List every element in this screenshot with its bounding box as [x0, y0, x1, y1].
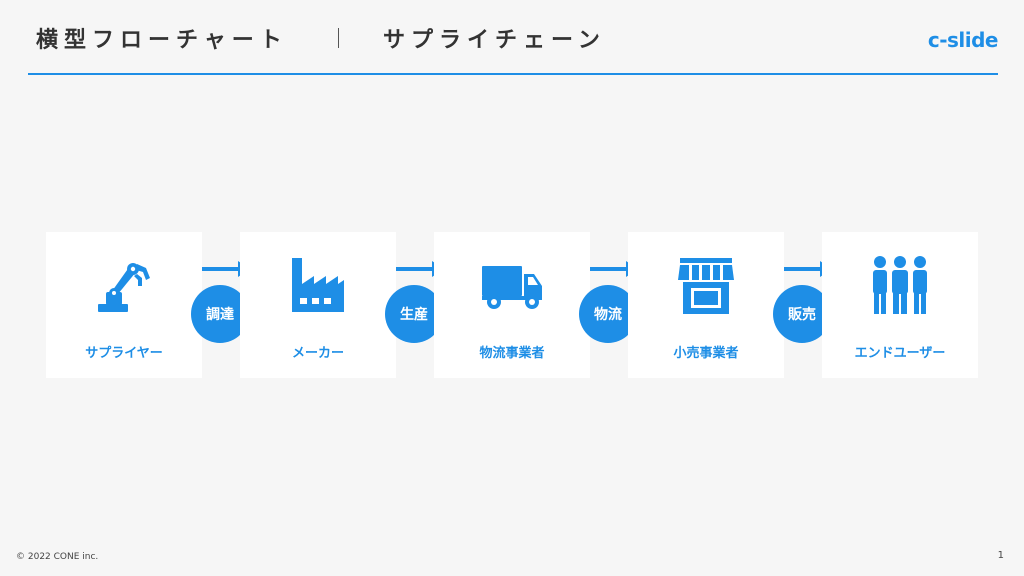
flow-step-label: 小売事業者 [673, 346, 739, 361]
truck-icon [482, 266, 542, 309]
title-divider [338, 28, 339, 48]
page-number: 1 [997, 550, 1004, 561]
flow-step-label: 物流事業者 [479, 346, 545, 361]
flow-step-retailer: 小売事業者 [628, 232, 784, 378]
supply-chain-flow: サプライヤー 調達 メーカー 生産 [46, 232, 978, 378]
header-rule [28, 73, 998, 75]
transition-badge: 調達 [191, 285, 249, 343]
flow-step-supplier: サプライヤー [46, 232, 202, 378]
people-icon [873, 256, 927, 314]
factory-icon [292, 258, 344, 312]
flow-step-label: メーカー [291, 346, 344, 361]
page-title: 横型フローチャート [36, 28, 288, 53]
flow-step-label: サプライヤー [85, 346, 163, 361]
flow-step-end-user: エンドユーザー [822, 232, 978, 378]
flow-step-logistics: 物流事業者 [434, 232, 590, 378]
page-subtitle: サプライチェーン [383, 28, 606, 53]
robot-arm-icon [98, 263, 150, 312]
transition-badge: 物流 [579, 285, 637, 343]
transition-badge: 販売 [773, 285, 831, 343]
store-icon [678, 258, 734, 314]
slide-header: 横型フローチャート サプライチェーン c-slide [28, 0, 999, 76]
copyright-text: © 2022 CONE inc. [16, 552, 99, 562]
brand-logo: c-slide [927, 28, 999, 52]
flow-step-manufacturer: メーカー [240, 232, 396, 378]
flow-step-label: エンドユーザー [854, 346, 946, 361]
transition-badge: 生産 [385, 285, 443, 343]
